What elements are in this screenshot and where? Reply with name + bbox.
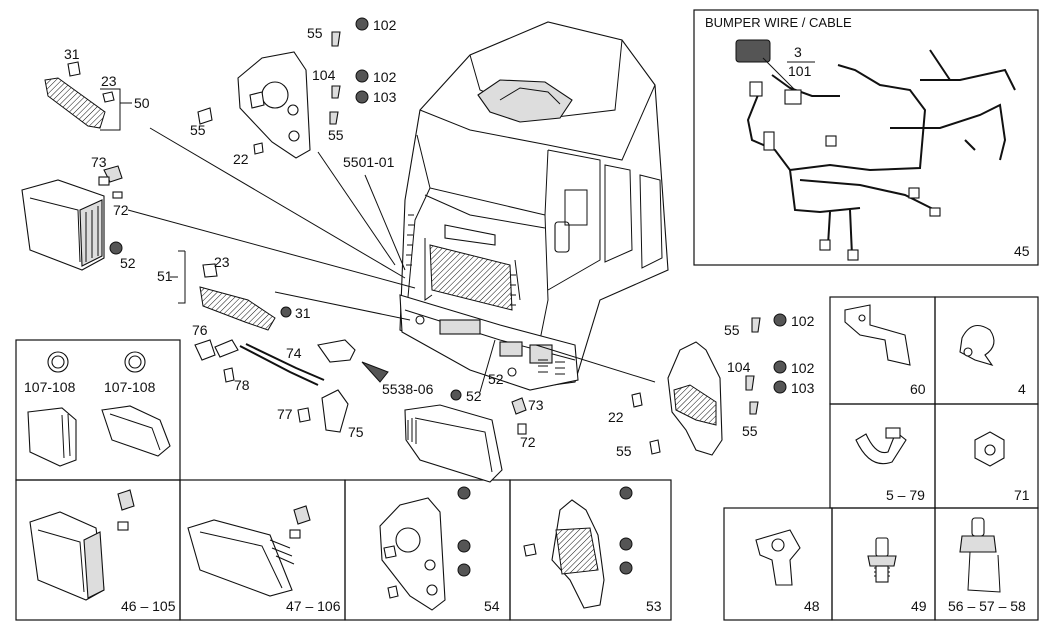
label-78: 78 — [234, 377, 250, 393]
leader-lines — [100, 88, 656, 393]
label-55: 55 — [190, 122, 206, 138]
label-73: 73 — [528, 397, 544, 413]
label-102: 102 — [791, 360, 815, 376]
part-hoses-74-78 — [194, 339, 389, 433]
label-72: 72 — [520, 434, 536, 450]
label-103: 103 — [373, 89, 397, 105]
label-45: 45 — [1014, 243, 1030, 259]
part-50-reflector-strip — [44, 61, 115, 129]
label-103: 103 — [791, 380, 815, 396]
label-73: 73 — [91, 154, 107, 170]
label-76: 76 — [192, 322, 208, 338]
label-49: 49 — [911, 598, 927, 614]
label-107-108: 107-108 — [104, 379, 156, 395]
label-5538-06: 5538-06 — [382, 381, 434, 397]
part-bracket-left — [197, 17, 369, 159]
part-73-bulb-left — [98, 165, 123, 199]
label-72: 72 — [113, 202, 129, 218]
bumper-wire-title: BUMPER WIRE / CABLE — [705, 15, 852, 30]
label-101: 101 — [788, 63, 812, 79]
label-55: 55 — [328, 127, 344, 143]
label-22: 22 — [608, 409, 624, 425]
label-23: 23 — [214, 254, 230, 270]
label-46-105: 46 – 105 — [121, 598, 176, 614]
label-52: 52 — [466, 388, 482, 404]
label-53: 53 — [646, 598, 662, 614]
label-52: 52 — [120, 255, 136, 271]
label-55: 55 — [724, 322, 740, 338]
truck-cab-illustration — [399, 21, 669, 391]
label-31: 31 — [64, 46, 80, 62]
panel-frames — [15, 9, 1039, 621]
label-4: 4 — [1018, 381, 1026, 397]
label-50: 50 — [134, 95, 150, 111]
panel-46-105 — [29, 489, 135, 601]
label-54: 54 — [484, 598, 500, 614]
panel-49 — [867, 537, 897, 583]
panel-48 — [755, 529, 801, 586]
label-31: 31 — [295, 305, 311, 321]
part-51-reflector-strip — [199, 263, 292, 331]
label-102: 102 — [373, 17, 397, 33]
panel-4 — [959, 324, 995, 366]
label-48: 48 — [804, 598, 820, 614]
panel-54 — [379, 486, 471, 611]
label-104: 104 — [727, 359, 751, 375]
panel-53 — [523, 486, 633, 609]
label-47-106: 47 – 106 — [286, 598, 341, 614]
label-5501-01: 5501-01 — [343, 154, 395, 170]
panel-5-79 — [855, 427, 907, 465]
label-51: 51 — [157, 268, 173, 284]
part-bracket-right — [631, 313, 787, 456]
label-77: 77 — [277, 406, 293, 422]
label-3: 3 — [794, 44, 802, 60]
label-71: 71 — [1014, 487, 1030, 503]
panel-56-57-58 — [959, 517, 1001, 593]
panel-71 — [974, 431, 1005, 467]
label-55: 55 — [307, 25, 323, 41]
part-52-grommet-left — [109, 241, 123, 255]
label-107-108: 107-108 — [24, 379, 76, 395]
label-5-79: 5 – 79 — [886, 487, 925, 503]
bumper-wire-harness — [735, 39, 1016, 261]
part-headlamp-center-lower — [404, 389, 527, 483]
label-104: 104 — [312, 67, 336, 83]
label-55: 55 — [742, 423, 758, 439]
panel-47-106 — [187, 505, 311, 597]
label-60: 60 — [910, 381, 926, 397]
label-22: 22 — [233, 151, 249, 167]
part-headlamp-left-upper — [21, 179, 105, 271]
label-102: 102 — [791, 313, 815, 329]
label-23: 23 — [101, 73, 117, 89]
label-52: 52 — [488, 371, 504, 387]
panel-107-108 — [27, 351, 171, 467]
label-55: 55 — [616, 443, 632, 459]
label-75: 75 — [348, 424, 364, 440]
panel-60 — [844, 304, 911, 366]
callout-labels: BUMPER WIRE / CABLE 3 101 45 31 23 50 55… — [24, 15, 1030, 614]
label-102: 102 — [373, 69, 397, 85]
label-74: 74 — [286, 345, 302, 361]
label-56-57-58: 56 – 57 – 58 — [948, 598, 1026, 614]
